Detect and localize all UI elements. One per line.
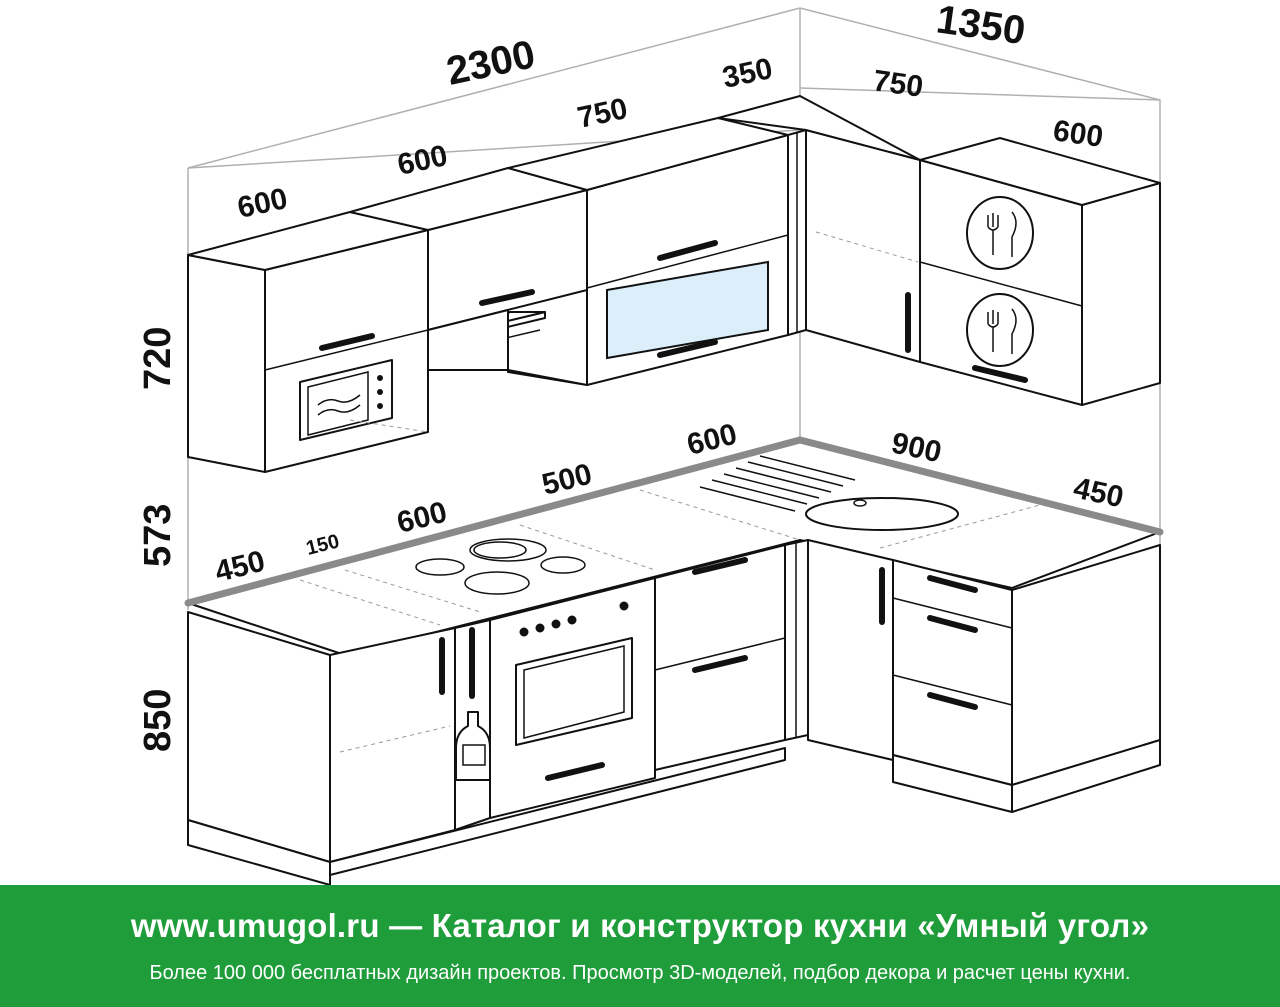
base-cabinet-bottle (454, 619, 491, 831)
base-cabinet-drawers-500 (654, 544, 786, 771)
upper-corner-filler (787, 129, 807, 336)
dim-upper-right-2: 600 (1051, 114, 1105, 154)
dimension-labels: 2300 1350 600 600 750 350 750 600 450 15… (137, 0, 1126, 752)
sink-icon (699, 455, 959, 531)
footer-title: www.umugol.ru — Каталог и конструктор ку… (130, 907, 1150, 944)
dim-upper-4: 350 (720, 52, 776, 95)
base-cabinet-sink-side (329, 627, 456, 863)
base-cabinet-corner-sink (807, 539, 894, 761)
dim-height-base: 850 (137, 689, 179, 752)
dim-upper-right-1: 750 (871, 64, 925, 104)
upper-cabinet-corner-right (717, 95, 921, 363)
dim-total-top: 2300 (443, 32, 539, 94)
base-cabinet-drawers-right (892, 544, 1161, 813)
oven-icon (515, 637, 633, 746)
microwave-icon (299, 359, 393, 441)
cooktop-icon (415, 538, 586, 595)
cutlery-icon (966, 196, 1034, 270)
dim-height-backsplash: 573 (137, 504, 179, 567)
dim-base-2: 150 (304, 530, 342, 559)
base-cabinet-450 (187, 611, 331, 863)
dim-upper-1: 600 (235, 182, 291, 225)
kitchen-drawing: 2300 1350 600 600 750 350 750 600 450 15… (137, 0, 1164, 885)
glass-panel (606, 260, 769, 360)
upper-cabinet-glass (507, 117, 789, 386)
base-plinth (187, 747, 786, 885)
upper-cabinet-hood (349, 167, 588, 371)
dim-upper-2: 600 (395, 139, 451, 182)
base-cabinet-oven (489, 577, 656, 819)
footer-banner: www.umugol.ru — Каталог и конструктор ку… (0, 885, 1280, 1007)
countertop (184, 436, 1164, 656)
footer-subtitle: Более 100 000 бесплатных дизайн проектов… (149, 962, 1131, 984)
upper-cabinet-dish-dryer (919, 137, 1161, 406)
dim-height-upper: 720 (137, 327, 179, 390)
upper-cabinet-microwave (187, 211, 429, 473)
dim-upper-3: 750 (575, 92, 631, 135)
base-corner-filler (784, 539, 809, 741)
kitchen-diagram: 2300 1350 600 600 750 350 750 600 450 15… (137, 0, 1164, 885)
cutlery-icon (966, 293, 1034, 367)
